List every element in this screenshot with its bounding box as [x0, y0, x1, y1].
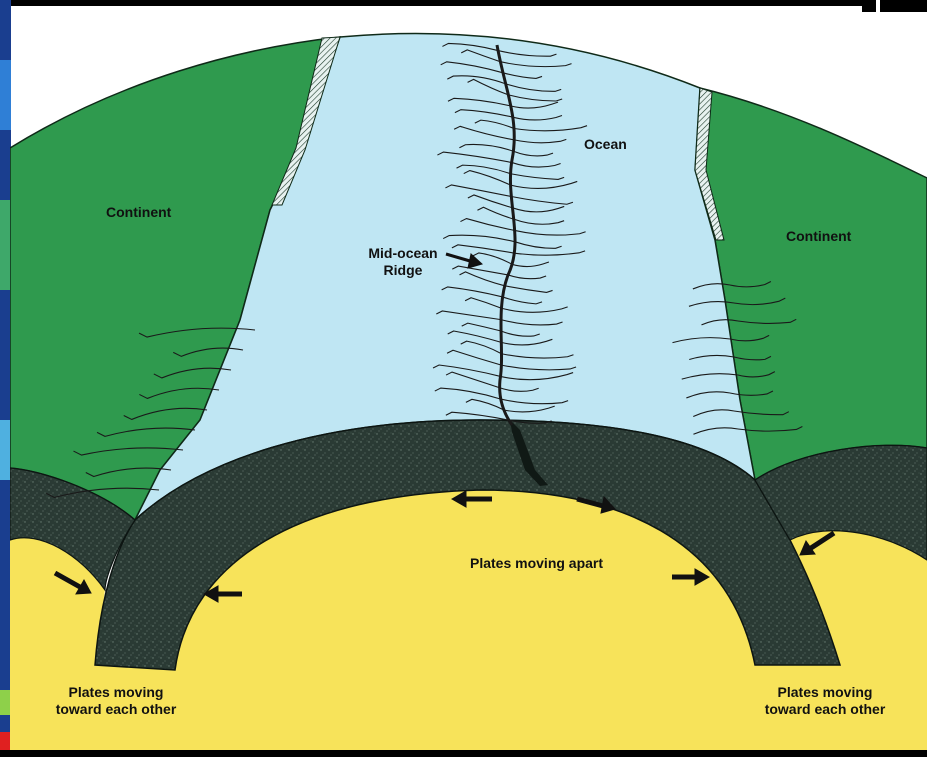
plates-apart-label: Plates moving apart	[470, 555, 603, 572]
toward-left-line2: toward each other	[36, 701, 196, 718]
toward-right-line1: Plates moving	[745, 684, 905, 701]
plates-toward-right-label: Plates moving toward each other	[745, 684, 905, 718]
mid-ocean-ridge-label: Mid-ocean Ridge	[356, 245, 450, 279]
toward-left-line1: Plates moving	[36, 684, 196, 701]
ocean-label: Ocean	[584, 136, 627, 153]
continent-left-label: Continent	[106, 204, 171, 221]
ridge-label-line1: Mid-ocean	[356, 245, 450, 262]
toward-right-line2: toward each other	[745, 701, 905, 718]
continent-right-label: Continent	[786, 228, 851, 245]
top-border	[0, 0, 927, 6]
plates-toward-left-label: Plates moving toward each other	[36, 684, 196, 718]
ridge-label-line2: Ridge	[356, 262, 450, 279]
bottom-border	[0, 750, 927, 757]
